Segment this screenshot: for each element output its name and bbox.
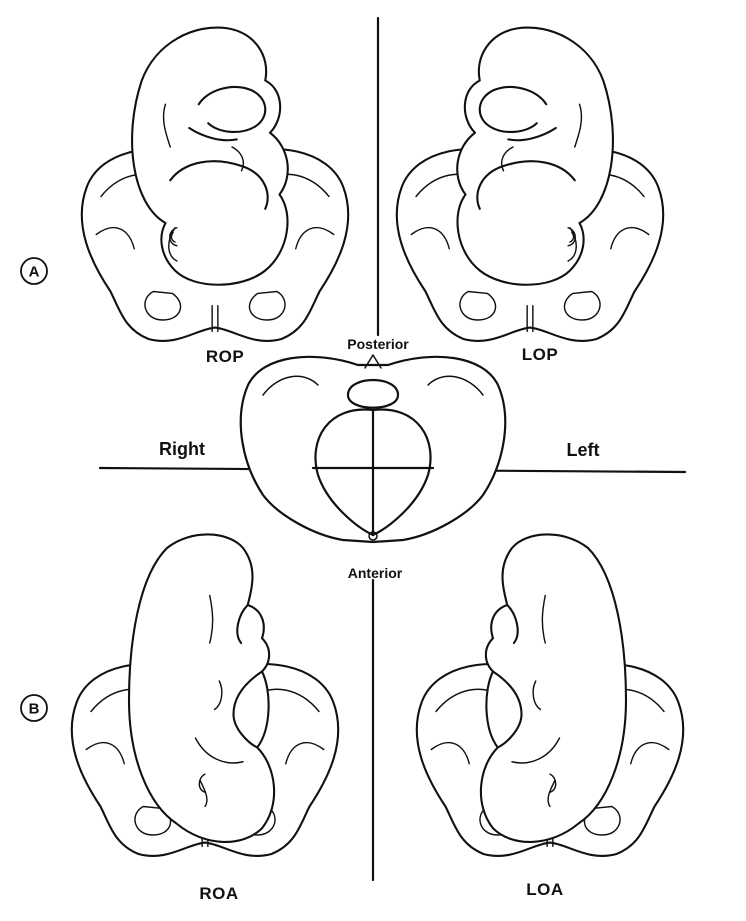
- right-label: Right: [159, 439, 205, 459]
- posterior-label: Posterior: [347, 336, 409, 352]
- center-pelvis: [241, 355, 505, 542]
- loa-illustration: [417, 534, 683, 855]
- left-label: Left: [567, 440, 600, 460]
- rop-label: ROP: [206, 347, 244, 366]
- lop-illustration: [397, 28, 663, 341]
- loa-label: LOA: [526, 880, 563, 899]
- anterior-label: Anterior: [348, 565, 403, 581]
- rop-illustration: [82, 28, 348, 341]
- panel-b-label: B: [29, 701, 40, 718]
- lop-label: LOP: [522, 345, 558, 364]
- roa-illustration: [72, 534, 338, 855]
- roa-label: ROA: [199, 884, 238, 903]
- panel-a-label: A: [29, 264, 40, 281]
